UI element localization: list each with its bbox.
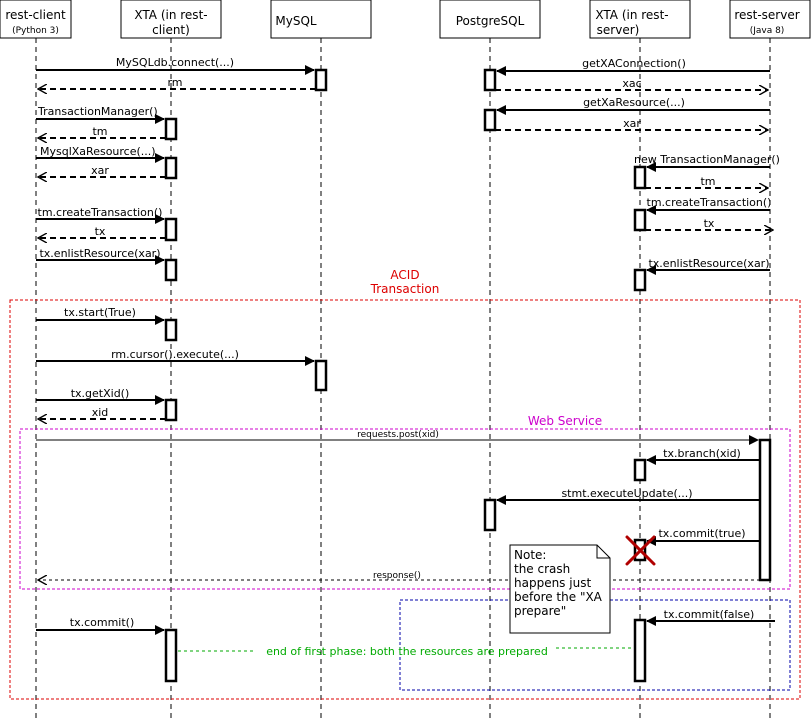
label-tm-server-ret: tm — [700, 175, 715, 188]
lifelines — [35, 38, 771, 721]
label-cursor-execute: rm.cursor().execute(...) — [111, 348, 239, 361]
participant-name: rest-server — [734, 8, 799, 22]
participant-sub: client) — [152, 23, 190, 37]
participant-xta-server: XTA (in rest- server) — [589, 0, 691, 39]
label-tm-client-call: TransactionManager() — [37, 105, 158, 118]
label-tx-client-ret: tx — [95, 225, 106, 238]
label-enlist-server: tx.enlistResource(xar) — [648, 257, 769, 270]
note-shape — [509, 544, 611, 634]
activation-xta-server-commit-false — [633, 618, 647, 683]
label-tm-client-ret: tm — [92, 125, 107, 138]
label-get-xa-connection: getXAConnection() — [582, 57, 686, 70]
activation-xta-client-start — [164, 318, 178, 342]
label-tx-commit-client: tx.commit() — [70, 616, 134, 629]
activation-xta-server-tx — [633, 208, 647, 232]
activation-xta-client-tx — [164, 217, 178, 242]
activation-xta-server-enlist — [633, 268, 647, 292]
web-service-frame — [19, 428, 791, 590]
participant-name: XTA (in rest- — [595, 8, 668, 22]
frame-labels: ACID Transaction Web Service — [370, 268, 602, 428]
activation-mysql-execute — [314, 359, 328, 392]
label-xar-client: xar — [91, 164, 109, 177]
note-fold-icon — [596, 545, 610, 559]
label-requests-post: requests.post(xid) — [357, 430, 439, 440]
activation-postgres-update — [483, 498, 497, 532]
label-response: response() — [373, 571, 421, 581]
participant-xta-client: XTA (in rest- client) — [120, 0, 222, 39]
participant-name: MySQL — [275, 14, 317, 28]
activation-xta-client-enlist — [164, 258, 178, 282]
crash-x-icon — [625, 535, 656, 566]
note-line: happens just — [514, 576, 591, 590]
label-create-tx-server: tm.createTransaction() — [647, 196, 772, 209]
label-get-xa-resource: getXaResource(...) — [583, 96, 685, 109]
activation-xta-client-tm — [164, 117, 178, 141]
participant-rest-client: rest-client (Python 3) — [0, 0, 72, 39]
activation-xta-server-branch — [633, 458, 647, 482]
label-commit-true: tx.commit(true) — [658, 527, 745, 540]
participant-name: PostgreSQL — [456, 14, 525, 28]
label-rm: rm — [167, 76, 182, 89]
activation-postgres-connection — [483, 68, 497, 92]
web-service-frame-title: Web Service — [528, 414, 602, 428]
label-commit-false: tx.commit(false) — [664, 608, 755, 621]
label-enlist-client: tx.enlistResource(xar) — [39, 247, 160, 260]
label-new-tm-server: new TransactionManager() — [634, 153, 780, 166]
participant-sub: server) — [597, 23, 640, 37]
messages — [36, 65, 775, 635]
participant-postgresql: PostgreSQL — [439, 0, 541, 39]
activation-xta-client-xid — [164, 398, 178, 422]
activation-xta-server-tm — [633, 165, 647, 190]
phase-connector: end of first phase: both the resources a… — [178, 645, 634, 658]
activation-xta-client-commit — [164, 628, 178, 683]
activation-bars — [164, 68, 772, 683]
label-xar-server: xar — [623, 117, 641, 130]
participant-mysql: MySQL — [270, 0, 372, 39]
participant-rest-server: rest-server (Java 8) — [729, 0, 811, 39]
participant-sub: (Python 3) — [12, 26, 59, 36]
activation-mysql-connect — [314, 68, 328, 92]
participant-name: XTA (in rest- — [134, 8, 207, 22]
label-tx-branch: tx.branch(xid) — [663, 447, 741, 460]
phase-note-text: end of first phase: both the resources a… — [266, 645, 548, 658]
label-xac: xac — [622, 77, 641, 90]
participant-sub: (Java 8) — [750, 26, 785, 36]
acid-frame-subtitle: Transaction — [370, 282, 440, 296]
label-create-tx-client: tm.createTransaction() — [38, 206, 163, 219]
crash-note: Note: the crash happens just before the … — [509, 544, 611, 634]
note-line: prepare" — [514, 604, 566, 618]
activation-rest-server-post — [758, 438, 772, 582]
label-tx-start: tx.start(True) — [64, 306, 136, 319]
participants: rest-client (Python 3) XTA (in rest- cli… — [0, 0, 811, 39]
message-labels: MySQLdb.connect(...) rm getXAConnection(… — [37, 56, 780, 629]
label-mysql-xa-resource: MysqlXaResource(...) — [40, 145, 156, 158]
activation-xta-client-xar — [164, 156, 178, 180]
label-tx-server-ret: tx — [704, 217, 715, 230]
participant-name: rest-client — [5, 8, 66, 22]
label-get-xid: tx.getXid() — [71, 387, 130, 400]
activation-postgres-resource — [483, 108, 497, 132]
note-line: before the "XA — [514, 590, 603, 604]
label-mysql-connect: MySQLdb.connect(...) — [116, 56, 234, 69]
label-stmt-execute-update: stmt.executeUpdate(...) — [561, 487, 692, 500]
acid-frame-title: ACID — [390, 268, 419, 282]
note-line: Note: — [514, 548, 546, 562]
acid-transaction-frame — [9, 299, 801, 700]
label-xid-ret: xid — [92, 406, 109, 419]
note-line: the crash — [514, 562, 570, 576]
